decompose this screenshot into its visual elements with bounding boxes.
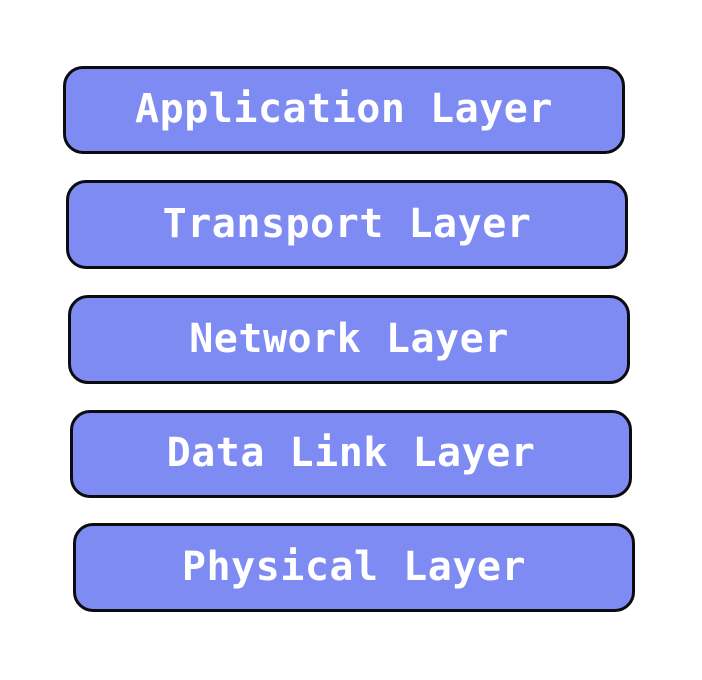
layer-label-physical: Physical Layer bbox=[181, 543, 527, 590]
layer-box-network: Network Layer bbox=[68, 295, 630, 384]
layer-label-transport: Transport Layer bbox=[162, 200, 532, 247]
layer-label-data-link: Data Link Layer bbox=[166, 430, 536, 476]
layer-label-network: Network Layer bbox=[189, 315, 509, 362]
layer-box-transport: Transport Layer bbox=[66, 180, 628, 269]
layer-box-physical: Physical Layer bbox=[73, 523, 635, 612]
layer-box-data-link: Data Link Layer bbox=[70, 410, 632, 498]
layer-box-application: Application Layer bbox=[63, 66, 625, 154]
layer-label-application: Application Layer bbox=[135, 86, 553, 132]
